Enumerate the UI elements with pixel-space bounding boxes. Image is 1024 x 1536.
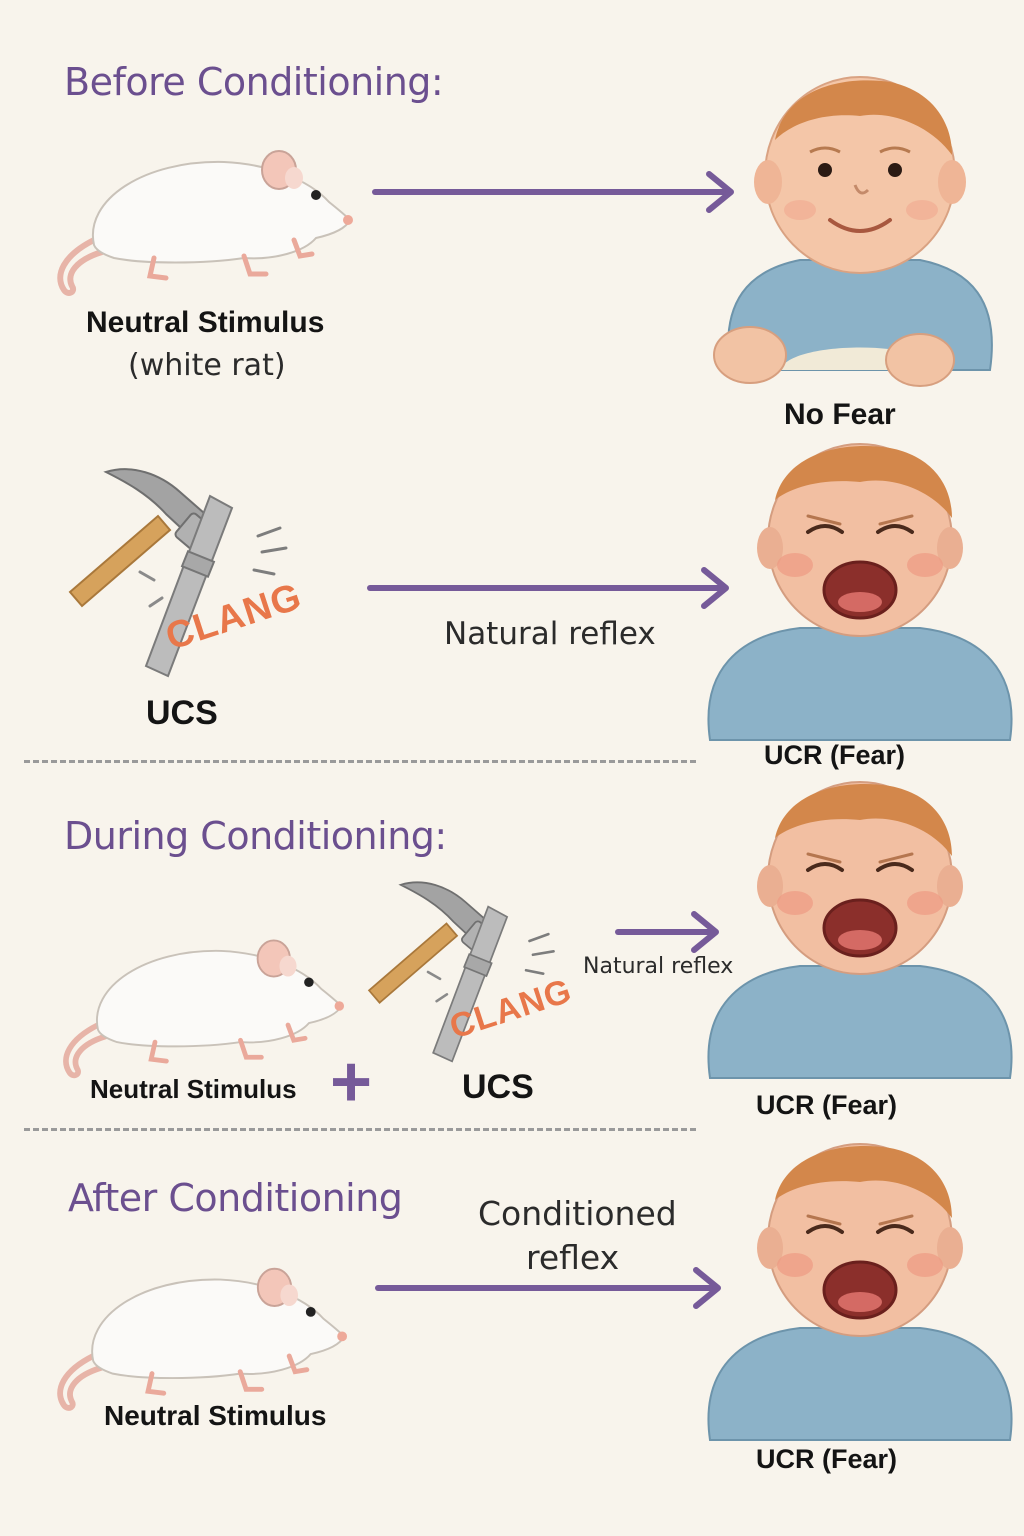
after-heading: After Conditioning <box>68 1176 403 1220</box>
white-rat-icon <box>54 140 364 310</box>
during-heading: During Conditioning: <box>64 814 447 858</box>
white-rat-sublabel: (white rat) <box>128 348 286 383</box>
conditioned-label-line2: reflex <box>526 1238 620 1277</box>
neutral-stimulus-label: Neutral Stimulus <box>86 306 325 339</box>
neutral-stimulus-label: Neutral Stimulus <box>90 1074 297 1104</box>
ucs-label: UCS <box>146 694 218 732</box>
ucr-fear-label: UCR (Fear) <box>756 1444 898 1474</box>
white-rat-icon <box>60 930 360 1090</box>
ucr-fear-label: UCR (Fear) <box>764 740 906 770</box>
natural-reflex-label: Natural reflex <box>444 616 656 652</box>
neutral-stimulus-label: Neutral Stimulus <box>104 1400 327 1431</box>
crying-baby-icon <box>706 1142 1014 1442</box>
section-divider <box>24 1128 696 1131</box>
no-fear-label: No Fear <box>784 398 896 431</box>
section-divider <box>24 760 696 763</box>
crying-baby-icon <box>706 780 1014 1080</box>
white-rat-icon <box>54 1258 364 1408</box>
ucs-label: UCS <box>462 1068 534 1106</box>
arrow-right-icon <box>615 912 718 952</box>
ucr-fear-label: UCR (Fear) <box>756 1090 898 1120</box>
conditioned-label-line1: Conditioned <box>478 1194 677 1233</box>
before-heading: Before Conditioning: <box>64 60 444 104</box>
arrow-right-icon <box>367 568 730 608</box>
crying-baby-icon <box>706 442 1014 742</box>
natural-reflex-label: Natural reflex <box>583 954 734 979</box>
arrow-right-icon <box>375 1268 723 1308</box>
calm-baby-icon <box>712 75 994 388</box>
arrow-right-icon <box>372 172 735 212</box>
plus-sign: + <box>330 1042 373 1122</box>
